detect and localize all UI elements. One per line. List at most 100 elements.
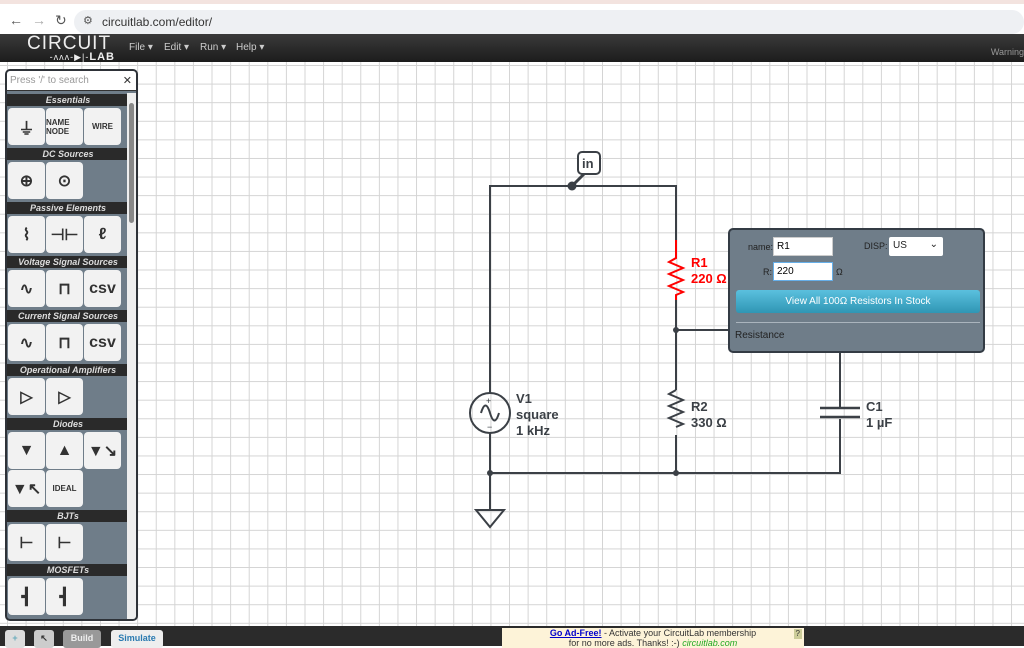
tile-label: IDEAL bbox=[52, 484, 77, 493]
v1-minus: − bbox=[487, 422, 492, 432]
v1-plus: + bbox=[486, 396, 491, 406]
search-input[interactable]: Press '/' to search✕ bbox=[7, 71, 136, 91]
palette-tile-diode[interactable]: ▼ bbox=[8, 432, 45, 469]
resistor-icon: ⌇ bbox=[22, 226, 31, 244]
palette-tile-csv[interactable]: csv bbox=[84, 324, 121, 361]
palette-category-header[interactable]: MOSFETs bbox=[7, 564, 129, 576]
url-text: circuitlab.com/editor/ bbox=[102, 15, 213, 29]
csv-icon: csv bbox=[89, 333, 116, 351]
palette-tile-zener[interactable]: ▲ bbox=[46, 432, 83, 469]
palette-category-header[interactable]: Voltage Signal Sources bbox=[7, 256, 129, 268]
palette-tile-name-node[interactable]: NAME NODE bbox=[46, 108, 83, 145]
led-icon: ▼↘ bbox=[87, 442, 118, 460]
capacitor-icon: ⊣⊢ bbox=[50, 226, 79, 244]
palette-row: ∿⊓ csv bbox=[7, 322, 129, 363]
palette-category-header[interactable]: Current Signal Sources bbox=[7, 310, 129, 322]
palette-tile-pmos[interactable]: ┫ bbox=[46, 578, 83, 615]
palette-tile-opamp-2[interactable]: ▷ bbox=[46, 378, 83, 415]
palette-tile-sine[interactable]: ∿ bbox=[8, 270, 45, 307]
palette-tile-voltage-source[interactable]: ⊕ bbox=[8, 162, 45, 199]
palette-tile-photodiode[interactable]: ▼↖ bbox=[8, 470, 45, 507]
back-icon[interactable]: ← bbox=[9, 12, 23, 28]
palette-tile-capacitor[interactable]: ⊣⊢ bbox=[46, 216, 83, 253]
view-resistors-button[interactable]: View All 100Ω Resistors In Stock bbox=[736, 290, 980, 313]
add-icon[interactable]: + bbox=[5, 630, 25, 648]
inductor-icon: ℓ bbox=[98, 225, 107, 243]
pnp-icon: ⊢ bbox=[57, 534, 72, 552]
palette-category-header[interactable]: Essentials bbox=[7, 94, 129, 106]
warning-label[interactable]: Warning bbox=[990, 47, 1024, 57]
palette-tile-led[interactable]: ▼↘ bbox=[84, 432, 121, 469]
square-icon: ⊓ bbox=[58, 280, 71, 298]
name-input[interactable] bbox=[773, 237, 833, 256]
menu-file[interactable]: File ▾ bbox=[129, 42, 153, 53]
circuitlab-logo[interactable]: CIRCUIT -ᴧᴧᴧ-▶|-LAB bbox=[27, 34, 115, 63]
palette-tile-resistor[interactable]: ⌇ bbox=[8, 216, 45, 253]
palette-category-header[interactable]: Diodes bbox=[7, 418, 129, 430]
r2-name: R2 bbox=[691, 399, 708, 414]
palette-tile-square[interactable]: ⊓ bbox=[46, 324, 83, 361]
r1-resistor[interactable] bbox=[666, 240, 686, 300]
palette-tile-ground[interactable]: ⏚ bbox=[8, 108, 45, 145]
palette-tile-ideal[interactable]: IDEAL bbox=[46, 470, 83, 507]
ground-icon: ⏚ bbox=[18, 120, 35, 138]
palette-category-header[interactable]: Passive Elements bbox=[7, 202, 129, 214]
palette-category-header[interactable]: DC Sources bbox=[7, 148, 129, 160]
disp-label: DISP: bbox=[864, 241, 888, 251]
scrollbar-thumb[interactable] bbox=[129, 103, 134, 223]
menu-run[interactable]: Run ▾ bbox=[200, 42, 227, 53]
palette-tile-nmos[interactable]: ┫ bbox=[8, 578, 45, 615]
r2-value: 330 Ω bbox=[691, 415, 727, 430]
component-properties-popup: name: DISP: US⌄ R: Ω View All 100Ω Resis… bbox=[728, 228, 985, 353]
v1-waveform: square bbox=[516, 407, 559, 422]
palette-tile-sine[interactable]: ∿ bbox=[8, 324, 45, 361]
palette-tile-npn[interactable]: ⊢ bbox=[8, 524, 45, 561]
palette-row: ┫┫ bbox=[7, 576, 129, 617]
palette-tile-current-source[interactable]: ⊙ bbox=[46, 162, 83, 199]
build-tab[interactable]: Build bbox=[63, 630, 101, 648]
go-ad-free-link[interactable]: Go Ad-Free! bbox=[549, 628, 602, 638]
csv-icon: csv bbox=[89, 279, 116, 297]
menu-edit[interactable]: Edit ▾ bbox=[164, 42, 190, 53]
r1-value: 220 Ω bbox=[691, 271, 727, 286]
close-icon[interactable]: ✕ bbox=[122, 75, 132, 87]
palette-tile-inductor[interactable]: ℓ bbox=[84, 216, 121, 253]
palette-tile-opamp[interactable]: ▷ bbox=[8, 378, 45, 415]
forward-icon[interactable]: → bbox=[32, 12, 46, 28]
palette-category-header[interactable]: Operational Amplifiers bbox=[7, 364, 129, 376]
name-node-in[interactable] bbox=[577, 151, 601, 175]
address-bar[interactable]: ⚙ circuitlab.com/editor/ bbox=[74, 10, 1024, 34]
ad-text: - Activate your CircuitLab membership bbox=[601, 628, 757, 638]
browser-toolbar: ← → ↻ ⚙ circuitlab.com/editor/ bbox=[0, 0, 1024, 34]
r-unit: Ω bbox=[836, 267, 843, 277]
resistance-input[interactable] bbox=[773, 262, 833, 281]
site-settings-icon[interactable]: ⚙ bbox=[83, 15, 93, 27]
ad-site-link[interactable]: circuitlab.com bbox=[682, 638, 738, 648]
palette-tile-square[interactable]: ⊓ bbox=[46, 270, 83, 307]
palette-tile-pnp[interactable]: ⊢ bbox=[46, 524, 83, 561]
reload-icon[interactable]: ↻ bbox=[55, 12, 67, 28]
description-text: Resistance bbox=[735, 330, 785, 341]
disp-select[interactable]: US⌄ bbox=[889, 237, 943, 256]
menu-help[interactable]: Help ▾ bbox=[236, 42, 265, 53]
palette-row: ▷▷ bbox=[7, 376, 129, 417]
ad-help-icon[interactable]: ? bbox=[793, 629, 802, 639]
v1-frequency: 1 kHz bbox=[516, 423, 550, 438]
c1-value: 1 µF bbox=[866, 415, 892, 430]
opamp-2-icon: ▷ bbox=[58, 388, 71, 406]
palette-tile-csv[interactable]: csv bbox=[84, 270, 121, 307]
v1-name: V1 bbox=[516, 391, 532, 406]
palette-tile-wire[interactable]: WIRE bbox=[84, 108, 121, 145]
palette-category-header[interactable]: BJTs bbox=[7, 510, 129, 522]
simulate-tab[interactable]: Simulate bbox=[111, 630, 163, 648]
palette-row: ⌇ ⊣⊢ ℓ bbox=[7, 214, 129, 255]
palette-row: ⊕⊙ bbox=[7, 160, 129, 201]
palette-row: ⊢⊢ bbox=[7, 522, 129, 563]
logo-text-bottom: -ᴧᴧᴧ-▶|-LAB bbox=[49, 51, 115, 63]
palette-scrollbar[interactable] bbox=[127, 93, 136, 619]
c1-name: C1 bbox=[866, 399, 883, 414]
current-source-icon: ⊙ bbox=[57, 172, 72, 190]
pointer-icon[interactable]: ↖ bbox=[34, 630, 54, 648]
